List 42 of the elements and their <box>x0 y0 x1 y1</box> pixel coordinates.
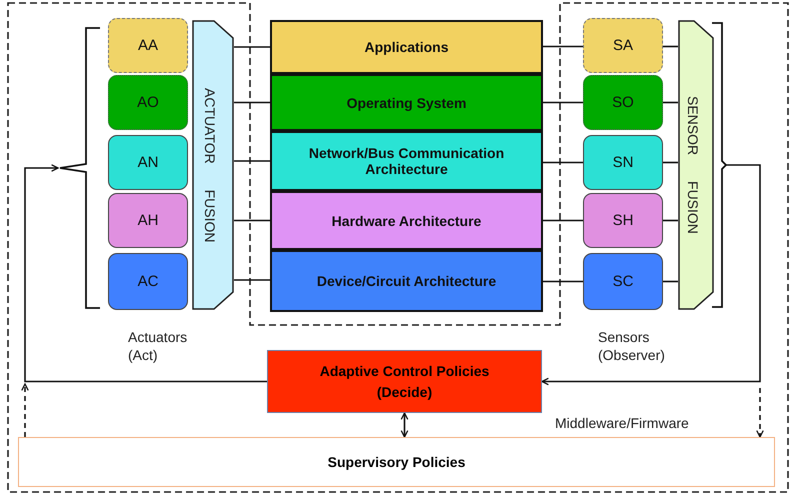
connector-line <box>663 162 678 164</box>
layer-box: Device/Circuit Architecture <box>270 250 543 312</box>
module-box: AC <box>108 253 188 310</box>
arrow <box>24 164 267 382</box>
module-box: SH <box>583 193 663 248</box>
policy-box: Supervisory Policies <box>18 437 775 487</box>
connector-line <box>663 102 678 104</box>
module-box: AH <box>108 193 188 248</box>
arrow <box>541 164 761 386</box>
module-box: SC <box>583 253 663 310</box>
connector-line <box>234 279 270 281</box>
fusion-label: ACTUATOR FUSION <box>202 88 218 242</box>
connector-line <box>663 220 678 222</box>
layer-box: Operating System <box>270 74 543 131</box>
arrow <box>21 383 29 437</box>
module-box: AA <box>108 18 188 73</box>
connector-line <box>234 102 270 104</box>
connector-line <box>543 162 583 164</box>
arrow <box>400 412 408 438</box>
text-label: Sensors (Observer) <box>598 328 666 364</box>
module-box: SO <box>583 75 663 130</box>
connector-line <box>663 46 678 48</box>
connector-line <box>234 220 270 222</box>
connector-line <box>543 46 583 48</box>
connector-line <box>543 102 583 104</box>
connector-line <box>234 46 270 48</box>
connector-line <box>234 160 270 162</box>
module-box: AN <box>108 135 188 190</box>
fusion-label: SENSOR FUSION <box>685 96 701 234</box>
module-box: AO <box>108 75 188 130</box>
text-label: Middleware/Firmware <box>555 414 690 432</box>
layer-box: Applications <box>270 20 543 74</box>
layer-box: Hardware Architecture <box>270 191 543 250</box>
policy-box: Adaptive Control Policies (Decide) <box>267 350 542 413</box>
arrow <box>756 388 764 438</box>
module-box: SA <box>583 18 663 73</box>
layer-box: Network/Bus Communication Architecture <box>270 131 543 191</box>
connector-line <box>543 280 583 282</box>
text-label: Actuators (Act) <box>128 328 188 364</box>
connector-line <box>543 220 583 222</box>
connector-line <box>663 280 678 282</box>
module-box: SN <box>583 135 663 190</box>
